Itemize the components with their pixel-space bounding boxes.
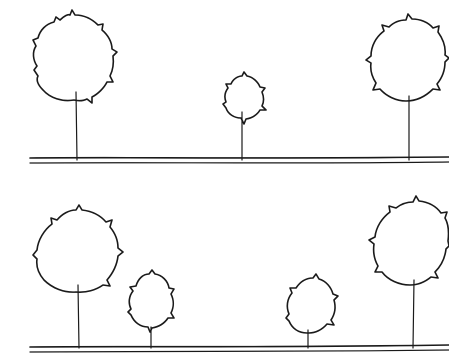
bottom-panel — [30, 196, 449, 352]
large-tree-left-bottom — [33, 205, 123, 348]
small-tree-hatched-right — [286, 274, 338, 348]
tree-crown — [33, 10, 117, 103]
large-tree-right-top — [366, 14, 449, 160]
ground-line-bottom — [30, 345, 449, 352]
tree-crown-hatched — [128, 270, 174, 332]
tree-crown — [366, 14, 449, 101]
top-panel — [30, 10, 449, 163]
ground-line-under — [30, 350, 449, 352]
small-tree-hatched-left — [128, 270, 174, 348]
tree-crown — [223, 72, 266, 124]
tree-crown — [33, 205, 123, 292]
tree-crown-hatched — [286, 274, 338, 333]
tree-trunk — [76, 92, 77, 160]
ground-line-top — [30, 157, 449, 163]
large-tree-left-top — [33, 10, 117, 160]
tree-trunk — [413, 280, 414, 348]
small-tree-center-top — [223, 72, 266, 160]
tree-trunk — [78, 285, 79, 348]
tree-crown — [369, 196, 449, 285]
large-tree-right-bottom — [369, 196, 449, 348]
